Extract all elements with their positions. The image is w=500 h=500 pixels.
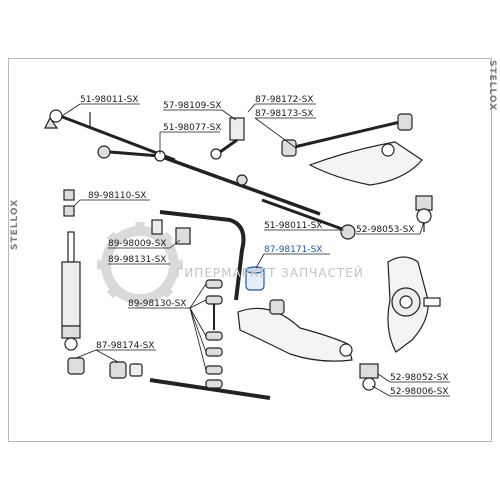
label-87-98172: 87-98172-SX — [255, 95, 314, 105]
center-link — [164, 156, 321, 216]
bushing-stack-left — [63, 189, 75, 217]
watermark-text: ГИПЕРМАРКЕТ ЗАПЧАСТЕЙ — [176, 266, 364, 280]
diagram-frame — [8, 58, 492, 442]
label-57-98109: 57-98109-SX — [163, 101, 222, 111]
label-87-98171-highlighted: 87-98171-SX — [264, 245, 323, 255]
label-87-98174: 87-98174-SX — [96, 341, 155, 351]
lower-arm-bushing — [245, 266, 265, 291]
label-89-98131: 89-98131-SX — [108, 255, 167, 265]
label-52-98006: 52-98006-SX — [390, 387, 449, 397]
label-51-98077: 51-98077-SX — [163, 123, 222, 133]
shock-absorber — [61, 231, 81, 351]
label-52-98052: 52-98052-SX — [390, 373, 449, 383]
label-89-98110: 89-98110-SX — [88, 191, 147, 201]
tie-rod-right — [261, 198, 356, 240]
tie-rod-end-left — [97, 145, 166, 162]
upper-control-arm — [281, 113, 423, 186]
idler-arm — [210, 117, 245, 160]
upper-ball-joint — [415, 195, 433, 232]
label-51-98011-top: 51-98011-SX — [80, 95, 139, 105]
leader-lines — [61, 103, 450, 397]
watermark-gear-icon — [97, 222, 183, 308]
strut-bushings — [67, 357, 271, 400]
label-52-98053: 52-98053-SX — [356, 225, 415, 235]
label-51-98011-right: 51-98011-SX — [264, 221, 323, 231]
lower-ball-joint — [359, 363, 379, 391]
stabilizer-link-stack — [205, 279, 223, 389]
steering-knuckle — [387, 256, 441, 353]
label-89-98009: 89-98009-SX — [108, 239, 167, 249]
lower-control-arm — [237, 299, 353, 362]
label-89-98130: 89-98130-SX — [128, 299, 187, 309]
label-87-98173: 87-98173-SX — [255, 109, 314, 119]
